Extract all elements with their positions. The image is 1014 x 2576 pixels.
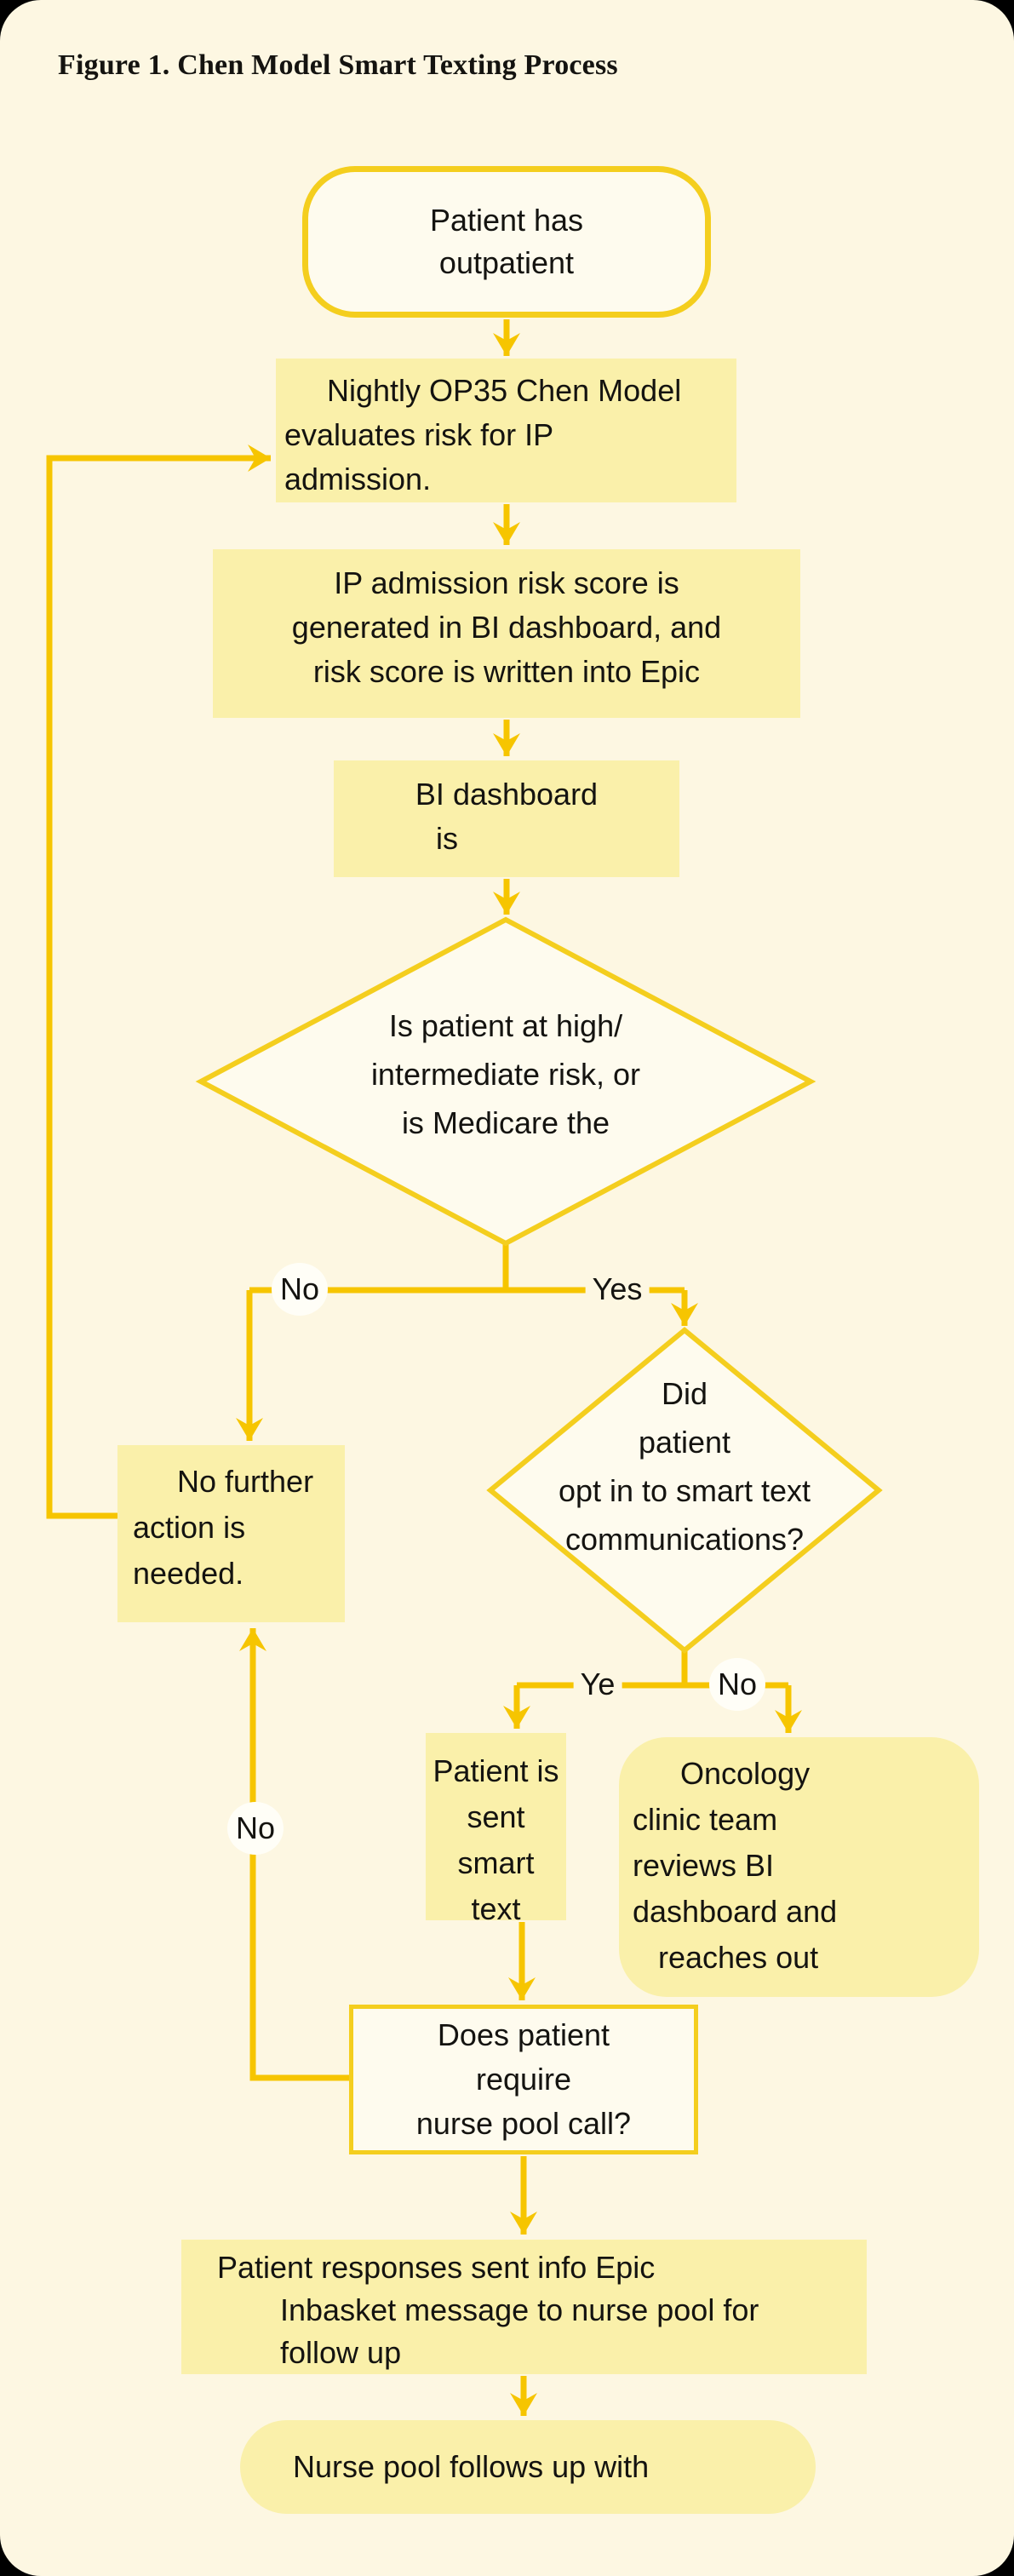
- node-followup: Nurse pool follows up with: [240, 2420, 816, 2514]
- label-risk-no: No: [271, 1263, 329, 1316]
- label-optin-no: No: [708, 1658, 766, 1711]
- decision-risk-shape: [195, 916, 816, 1247]
- label-risk-yes: Yes: [585, 1265, 650, 1314]
- decision-optin-shape: [486, 1327, 883, 1654]
- label-optin-yes: Ye: [573, 1660, 622, 1709]
- connector-nursecall-no-to-noaction: [239, 1628, 351, 2081]
- connector-noaction-loop-to-nightly: [46, 445, 271, 1519]
- decision-risk-text: Is patient at high/intermediate risk, or…: [370, 1008, 641, 1140]
- label-nursecall-no: No: [226, 1802, 284, 1855]
- figure-title: Figure 1. Chen Model Smart Texting Proce…: [58, 49, 618, 81]
